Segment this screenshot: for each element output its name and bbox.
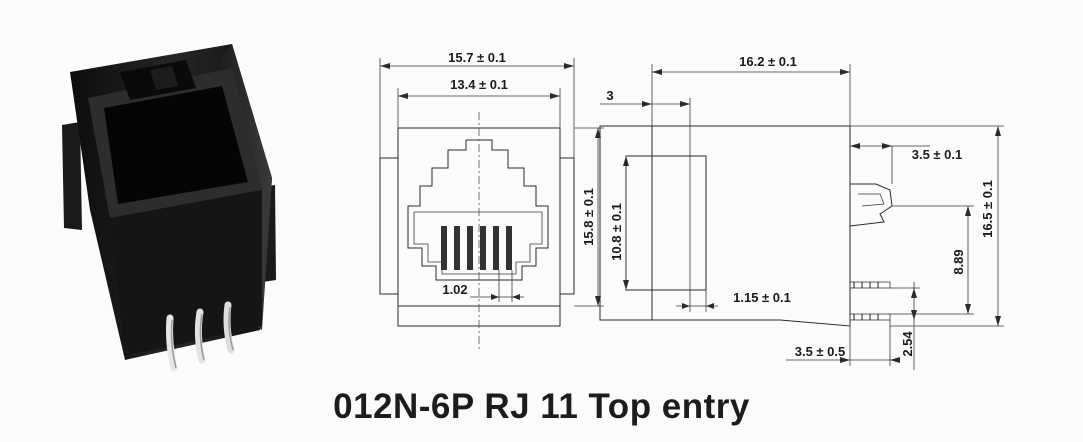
contact-2 <box>454 226 460 270</box>
photo-jack-opening <box>104 86 248 204</box>
dim-clip-offset: 3.5 ± 0.1 <box>912 147 963 162</box>
front-contacts <box>441 226 512 270</box>
contact-1 <box>441 226 447 270</box>
front-plug-opening <box>407 139 549 281</box>
dim-outer-width: 15.7 ± 0.1 <box>448 50 506 65</box>
dim-offset: 3 <box>606 88 613 103</box>
photo-pin-2 <box>194 308 206 364</box>
dim-total-height: 16.5 ± 0.1 <box>980 180 995 238</box>
contact-6 <box>506 226 512 270</box>
side-pins <box>849 281 891 321</box>
front-view: 15.7 ± 0.1 13.4 ± 0.1 15.8 ± 0.1 1.02 <box>379 50 604 350</box>
dim-wall-thickness: 1.15 ± 0.1 <box>733 290 791 305</box>
connector-photo <box>62 44 276 372</box>
dim-pin-offset: 2.54 <box>900 331 915 357</box>
photo-left-tab <box>62 122 82 230</box>
front-right-flange <box>559 157 575 295</box>
dim-pin-pitch: 1.02 <box>442 282 467 297</box>
side-view: 16.2 ± 0.1 3 10.8 ± 0.1 3.5 ± 0.1 16.5 ±… <box>599 54 1004 370</box>
dim-opening-height: 10.8 ± 0.1 <box>609 203 624 261</box>
dim-depth: 16.2 ± 0.1 <box>739 54 797 69</box>
dim-pin-height: 8.89 <box>951 249 966 274</box>
contact-4 <box>480 226 486 270</box>
contact-5 <box>493 226 499 270</box>
side-opening <box>625 155 707 291</box>
contact-3 <box>467 226 473 270</box>
photo-pin-1 <box>166 314 178 372</box>
dim-inner-width: 13.4 ± 0.1 <box>450 77 508 92</box>
drawing-title: 012N-6P RJ 11 Top entry <box>333 387 750 426</box>
dim-height: 15.8 ± 0.1 <box>581 188 596 246</box>
photo-pin-3 <box>223 301 235 354</box>
dim-pin-spacing: 3.5 ± 0.5 <box>795 344 846 359</box>
front-left-flange <box>379 157 399 295</box>
